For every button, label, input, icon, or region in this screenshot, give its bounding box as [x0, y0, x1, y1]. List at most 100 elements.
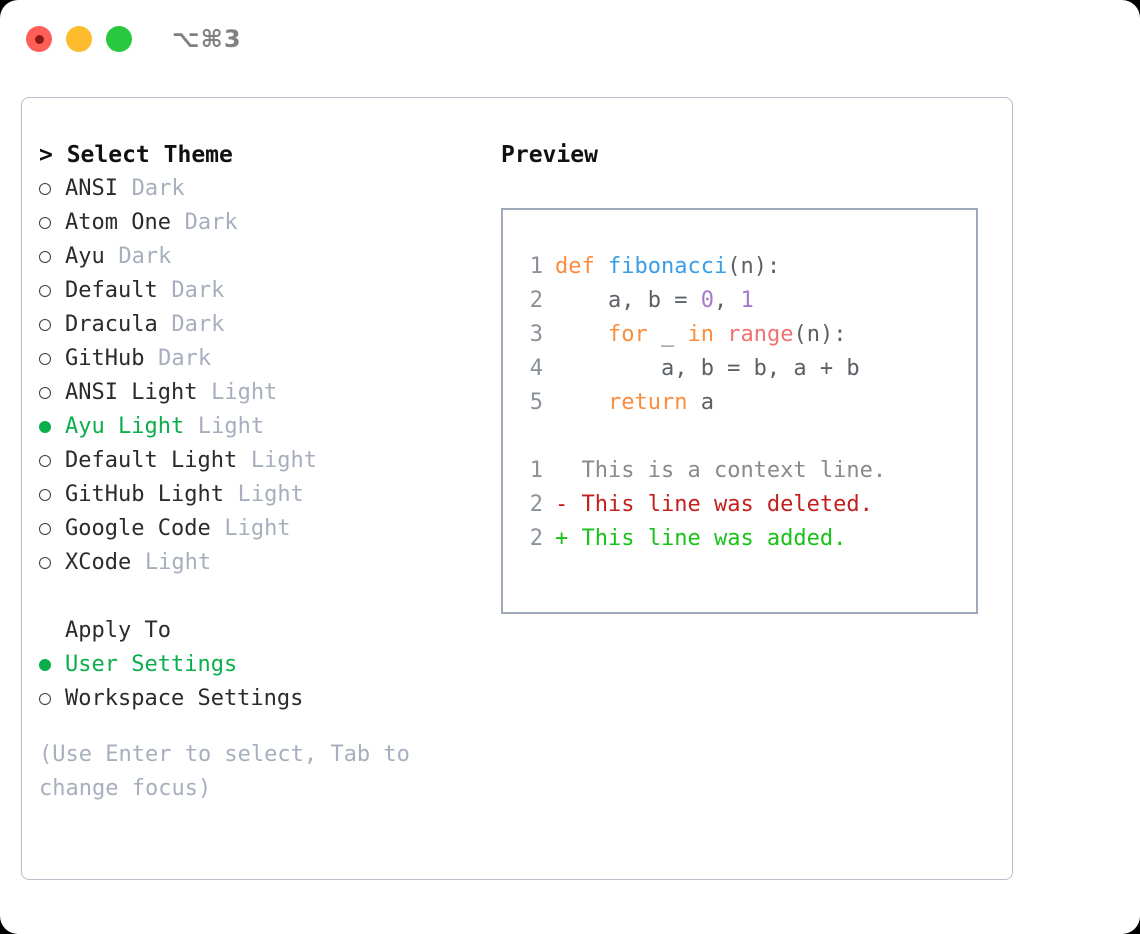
apply-to-option-label: User Settings — [65, 652, 238, 677]
code-token: fibonacci — [607, 254, 728, 279]
code-line: 5 return a — [515, 386, 976, 420]
radio-unselected-icon — [39, 512, 65, 546]
theme-name: XCode — [65, 550, 132, 575]
keyboard-shortcut-label: ⌥⌘3 — [172, 25, 242, 53]
theme-list-item[interactable]: GitHub Dark — [39, 342, 499, 376]
theme-name: ANSI — [65, 176, 118, 201]
code-token: for — [607, 322, 648, 347]
radio-unselected-icon — [39, 444, 65, 478]
select-theme-heading: > Select Theme — [39, 142, 233, 168]
theme-kind-badge: Dark — [118, 244, 172, 269]
theme-kind-badge: Light — [237, 482, 304, 507]
code-line-number: 2 — [529, 288, 543, 313]
theme-name: Dracula — [65, 312, 158, 337]
radio-unselected-icon — [39, 342, 65, 376]
theme-kind-badge: Light — [144, 550, 212, 575]
code-line-number: 1 — [529, 254, 543, 279]
apply-to-option-label: Workspace Settings — [65, 686, 304, 711]
theme-kind-badge: Light — [224, 516, 291, 541]
code-line: 4 a, b = b, a + b — [515, 352, 976, 386]
theme-kind-badge: Dark — [171, 312, 225, 337]
theme-name: GitHub — [65, 346, 145, 371]
theme-name: GitHub Light — [65, 482, 224, 507]
diff-sign — [555, 458, 582, 483]
code-token — [555, 322, 608, 347]
radio-unselected-icon — [39, 478, 65, 512]
radio-unselected-icon — [39, 376, 65, 410]
theme-list-item[interactable]: GitHub Light Light — [39, 478, 499, 512]
radio-selected-icon — [39, 410, 65, 444]
theme-name: Default Light — [65, 448, 238, 473]
theme-kind-badge: Dark — [171, 278, 225, 303]
code-token: 1 — [740, 288, 754, 313]
code-token: a, b = — [555, 288, 701, 313]
diff-line: 1 This is a context line. — [515, 454, 976, 488]
code-token: _ — [647, 322, 688, 347]
radio-unselected-icon — [39, 308, 65, 342]
radio-unselected-icon — [39, 274, 65, 308]
diff-line: 2- This line was deleted. — [515, 488, 976, 522]
code-token: 0 — [700, 288, 714, 313]
diff-line-number: 1 — [529, 458, 543, 483]
code-token: a — [687, 390, 714, 415]
diff-line-number: 2 — [529, 526, 543, 551]
window-controls — [26, 26, 132, 52]
theme-kind-badge: Dark — [158, 346, 212, 371]
diff-line-number: 2 — [529, 492, 543, 517]
minimize-button[interactable] — [66, 26, 92, 52]
theme-kind-badge: Dark — [184, 210, 238, 235]
theme-name: Ayu Light — [65, 414, 185, 439]
code-token: in — [687, 322, 714, 347]
diff-sign: - — [555, 492, 582, 517]
radio-selected-icon — [39, 648, 65, 682]
code-token: (n): — [727, 254, 781, 279]
diff-text: This line was added. — [581, 526, 847, 551]
theme-kind-badge: Light — [211, 380, 278, 405]
diff-sign: + — [555, 526, 582, 551]
code-token — [555, 390, 608, 415]
theme-list-item[interactable]: Default Dark — [39, 274, 499, 308]
title-bar: ⌥⌘3 — [0, 0, 1140, 78]
code-token — [714, 322, 727, 347]
radio-unselected-icon — [39, 240, 65, 274]
radio-unselected-icon — [39, 682, 65, 716]
apply-to-heading-row: ○ Apply To — [39, 614, 499, 648]
theme-name: ANSI Light — [65, 380, 198, 405]
diff-line: 2 + This line was added. — [515, 522, 976, 556]
close-button[interactable] — [26, 26, 52, 52]
code-line-number: 3 — [529, 322, 543, 347]
keyboard-hint: (Use Enter to select, Tab to change focu… — [39, 742, 410, 801]
theme-list-item[interactable]: Dracula Dark — [39, 308, 499, 342]
apply-to-option[interactable]: User Settings — [39, 648, 499, 682]
code-token: , — [713, 288, 741, 313]
theme-list-item[interactable]: ANSI Light Light — [39, 376, 499, 410]
diff-text: This line was deleted. — [581, 492, 873, 517]
code-line-number: 5 — [529, 390, 543, 415]
zoom-button[interactable] — [106, 26, 132, 52]
preview-title: Preview — [501, 142, 598, 168]
code-token: (n): — [793, 322, 847, 347]
theme-name: Default — [65, 278, 158, 303]
list-spacer — [39, 580, 499, 614]
apply-to-heading: Apply To — [65, 618, 171, 643]
theme-list-item[interactable]: XCode Light — [39, 546, 499, 580]
apply-to-option[interactable]: Workspace Settings — [39, 682, 499, 716]
code-diff-spacer — [515, 420, 976, 454]
code-token: return — [607, 390, 688, 415]
code-token: range — [727, 322, 794, 347]
